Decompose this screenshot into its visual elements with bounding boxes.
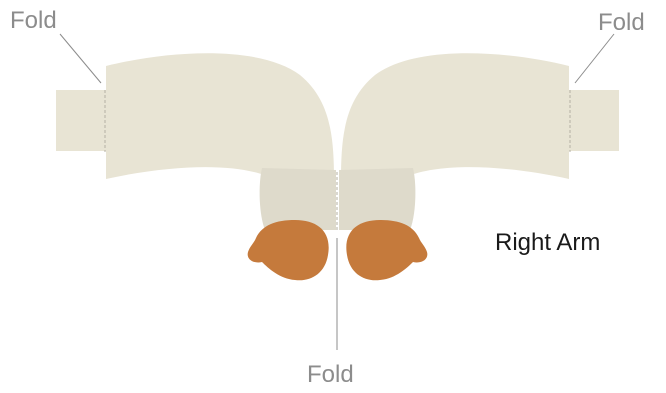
left-arm-piece (56, 53, 336, 280)
left-sleeve-tab (56, 90, 106, 151)
left-hand (248, 220, 329, 280)
left-sleeve-body (106, 53, 334, 180)
leader-line-top-right (575, 34, 614, 83)
right-sleeve-tab (569, 90, 619, 151)
fold-label-bottom: Fold (307, 361, 354, 388)
fold-label-top-right: Fold (598, 9, 645, 36)
right-sleeve-body (341, 53, 569, 180)
right-hand (346, 220, 427, 280)
leader-line-top-left (60, 34, 101, 83)
part-name-label: Right Arm (495, 229, 600, 256)
fold-label-top-left: Fold (10, 7, 57, 34)
